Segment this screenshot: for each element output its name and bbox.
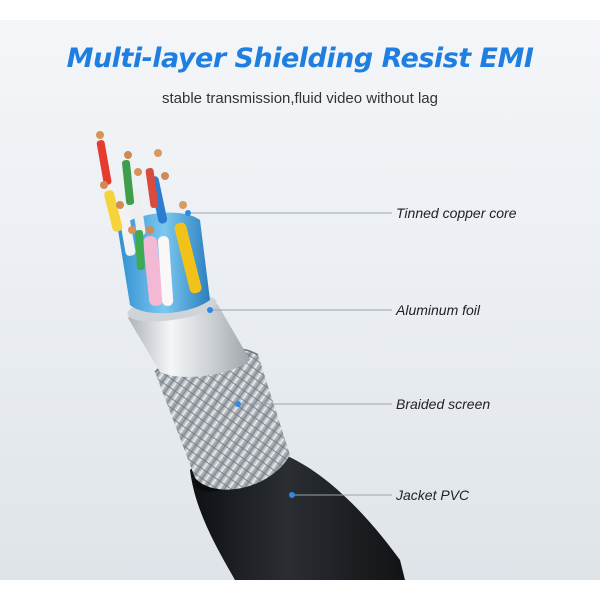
braided-screen <box>155 347 290 490</box>
headline: Multi-layer Shielding Resist EMI <box>66 43 534 74</box>
callout-dots <box>185 210 295 498</box>
subheadline: stable transmission,fluid video without … <box>162 90 438 107</box>
conductors <box>96 131 202 306</box>
callout-aluminum-foil: Aluminum foil <box>396 302 481 318</box>
callout-jacket-pvc: Jacket PVC <box>396 487 470 503</box>
callout-tinned-copper-core: Tinned copper core <box>396 205 517 221</box>
callout-leaders <box>188 212 392 496</box>
callout-braided-screen: Braided screen <box>396 396 491 412</box>
